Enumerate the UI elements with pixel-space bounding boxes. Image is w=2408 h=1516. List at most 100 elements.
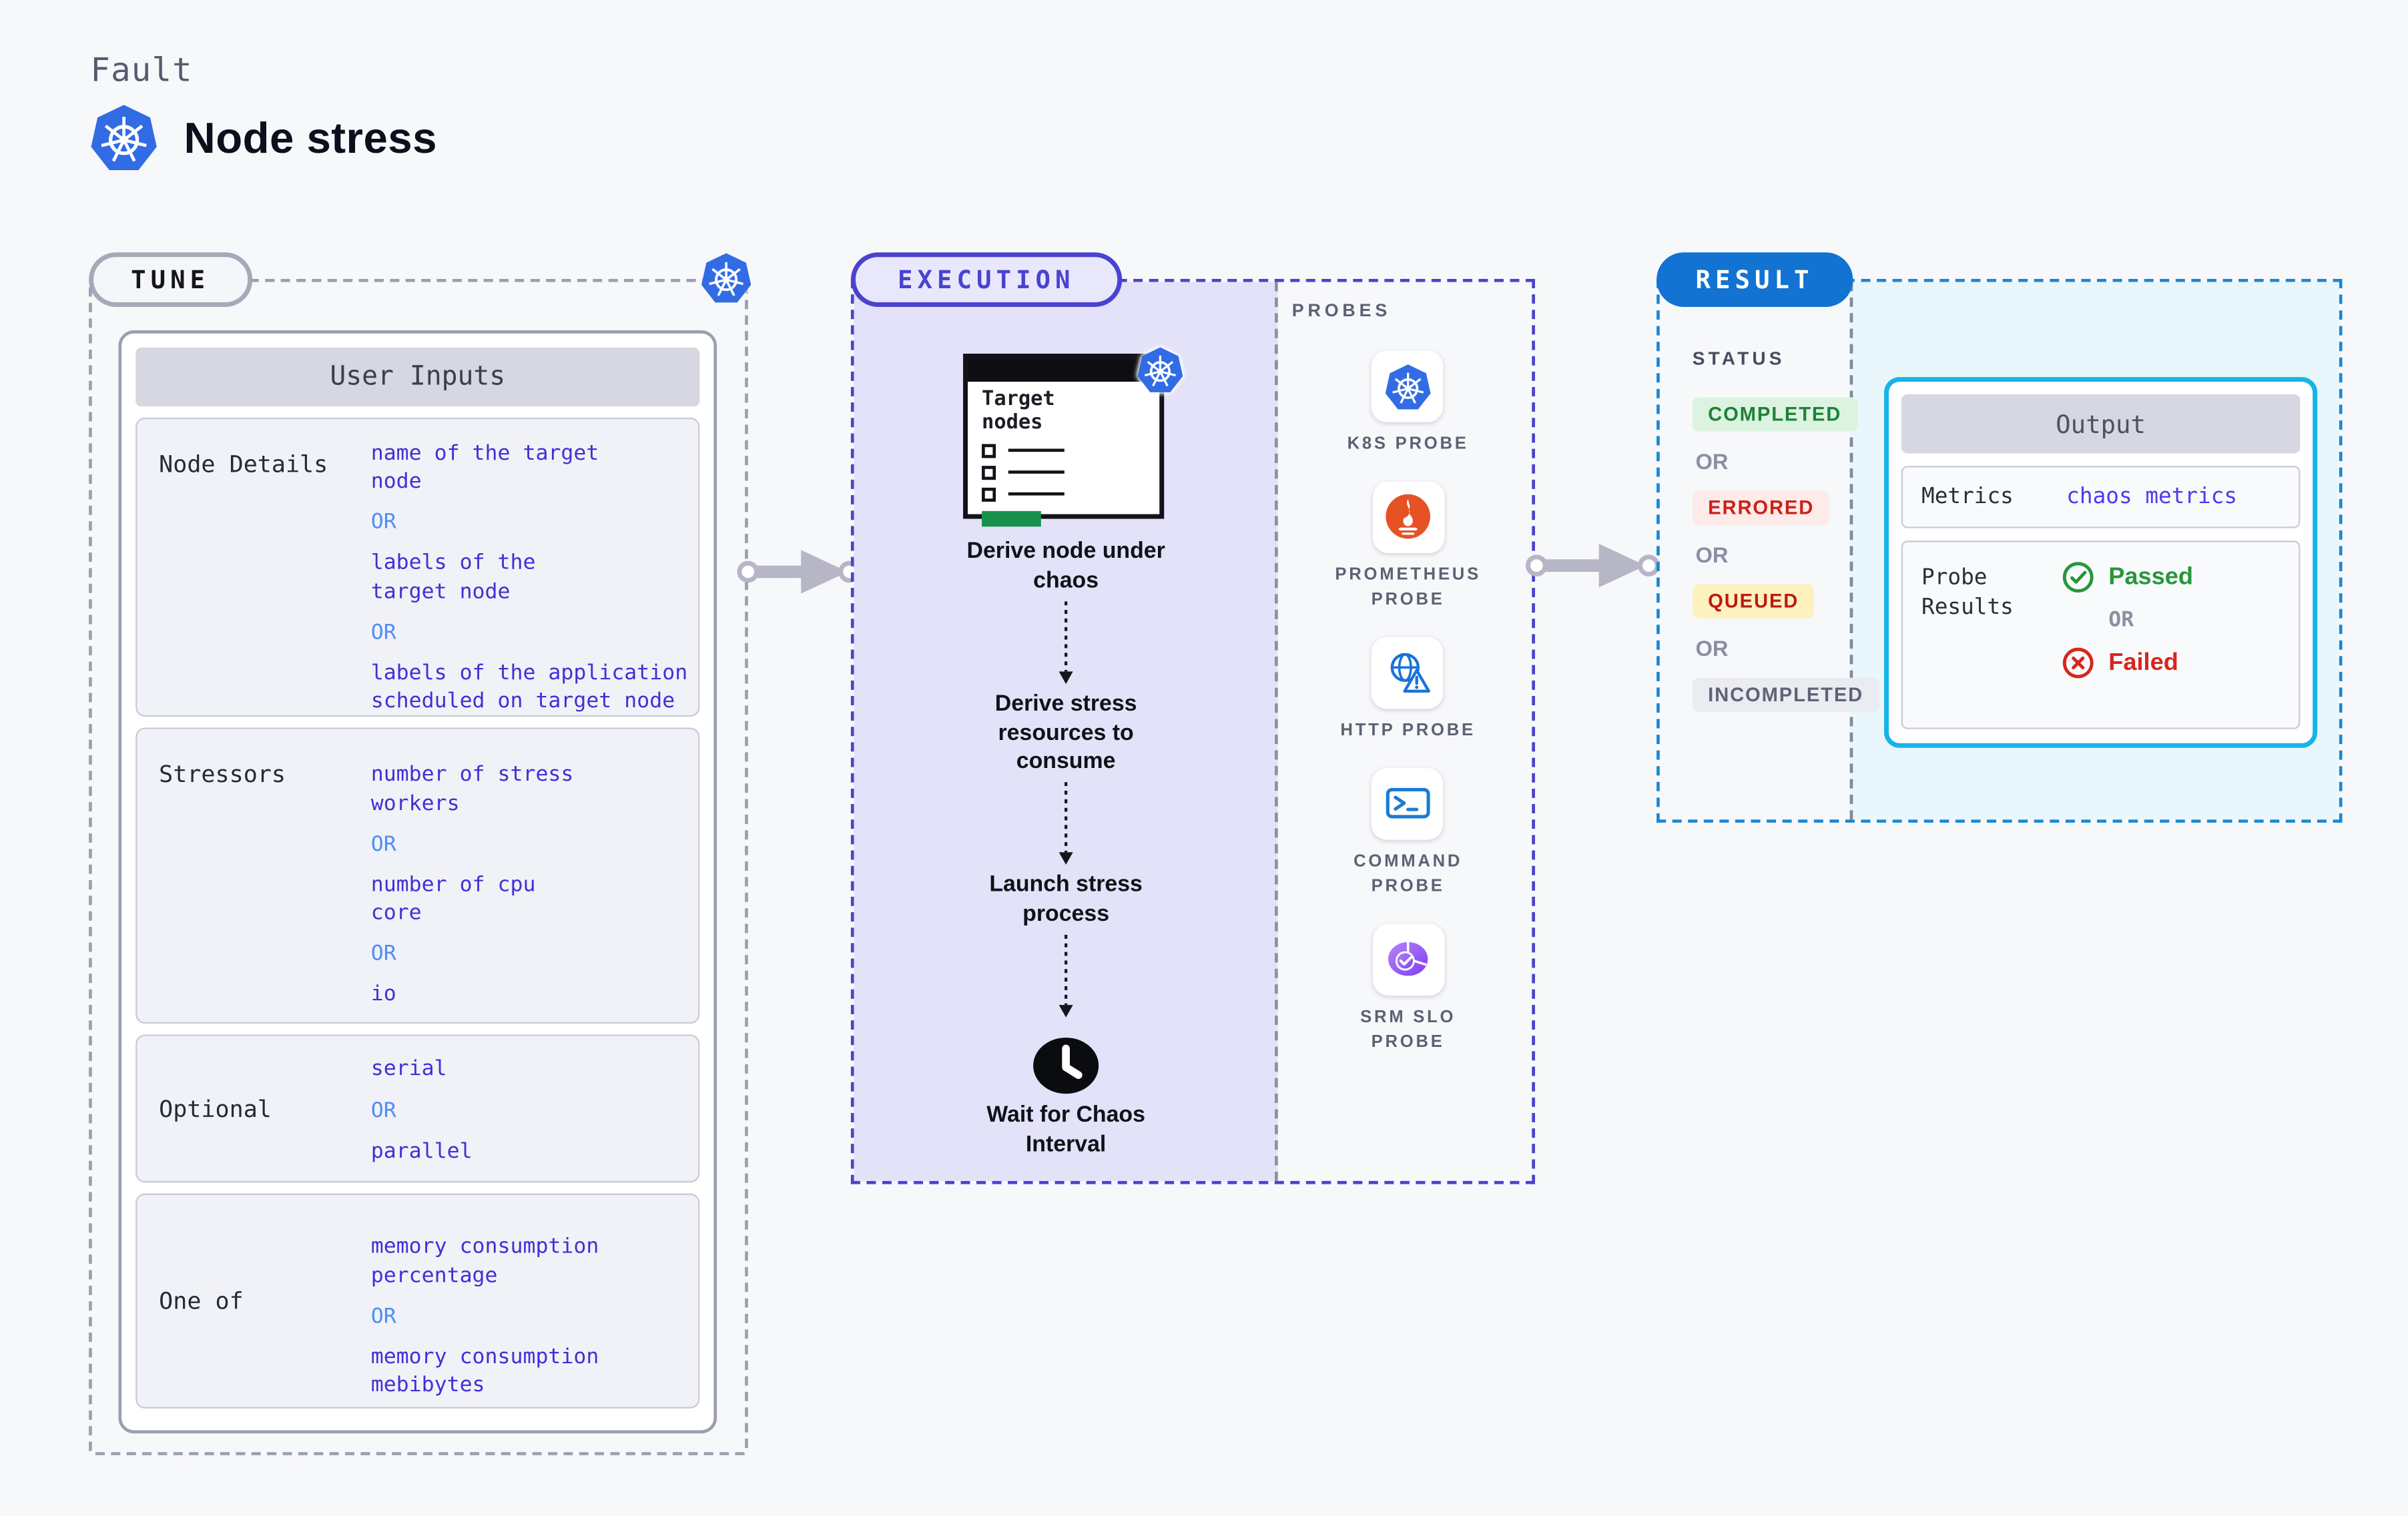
- execution-flow: Derive node under chaos Derive stress re…: [854, 538, 1278, 1160]
- checkbox-icon: [982, 487, 996, 502]
- command-probe-icon: [1384, 779, 1432, 827]
- target-nodes-label: Target nodes: [982, 388, 1055, 435]
- input-option: number of stress workers: [370, 762, 574, 816]
- or-separator: OR: [370, 1098, 396, 1123]
- flow-step: Derive node under chaos: [966, 538, 1165, 594]
- probe-results-values: Passed OR Failed: [2062, 542, 2193, 728]
- or-separator: OR: [1695, 635, 1729, 661]
- x-circle-icon: [2062, 647, 2094, 679]
- result-badge: RESULT: [1657, 252, 1853, 307]
- input-option: name of the target node: [370, 440, 599, 494]
- passed-label: Passed: [2108, 563, 2194, 590]
- probes-title: PROBES: [1291, 302, 1392, 322]
- probes-panel: PROBES K8S PROBE PROMETHEUS PROBE: [1278, 282, 1538, 1181]
- passed-line: Passed: [2062, 561, 2193, 594]
- output-title: Output: [1901, 394, 2301, 454]
- failed-line: Failed: [2062, 647, 2193, 679]
- target-nodes-illustration: Target nodes: [963, 354, 1164, 526]
- input-options: number of stress workers OR number of cp…: [371, 730, 698, 1023]
- input-row-node-details: Node Details name of the target node OR …: [135, 417, 700, 717]
- probe-icon-card: [1372, 923, 1444, 996]
- line-placeholder: [1008, 449, 1065, 453]
- probe-label: K8S PROBE: [1347, 434, 1469, 454]
- arrow-execution-to-result: [1525, 543, 1660, 588]
- input-row-stressors: Stressors number of stress workers OR nu…: [135, 728, 700, 1024]
- status-chip-errored: ERRORED: [1692, 490, 1830, 525]
- probe-item-prometheus: PROMETHEUS PROBE: [1335, 481, 1481, 613]
- tune-badge: TUNE: [89, 252, 252, 307]
- probe-icon-card: [1372, 350, 1444, 422]
- check-circle-icon: [2062, 562, 2094, 593]
- input-row-label: Optional: [159, 1094, 272, 1123]
- chaos-metrics-link[interactable]: chaos metrics: [2066, 484, 2238, 510]
- line-placeholder: [1008, 492, 1065, 496]
- input-option: memory consumption mebibytes: [370, 1344, 599, 1398]
- probe-results-label: Probe Results: [1921, 565, 2014, 621]
- or-separator: OR: [370, 620, 396, 645]
- or-separator: OR: [370, 831, 396, 857]
- or-separator: OR: [1695, 448, 1729, 474]
- input-options: name of the target node OR labels of the…: [371, 419, 698, 715]
- input-option: memory consumption percentage: [370, 1234, 599, 1288]
- status-title: STATUS: [1692, 347, 1785, 370]
- probe-item-http: HTTP PROBE: [1340, 637, 1475, 745]
- probe-icon-card: [1372, 767, 1444, 839]
- probe-label: COMMAND PROBE: [1353, 851, 1463, 895]
- srm-slo-icon: [1384, 935, 1432, 983]
- arrow-tune-to-execution: [737, 550, 860, 594]
- or-separator: OR: [370, 510, 396, 535]
- output-card: Output Metrics chaos metrics Probe Resul…: [1884, 377, 2318, 748]
- kubernetes-icon: [1384, 362, 1432, 410]
- page-header: Node stress: [89, 103, 437, 173]
- execution-badge: EXECUTION: [850, 252, 1122, 307]
- dotted-arrow-down-icon: [1059, 601, 1073, 684]
- kubernetes-icon: [699, 251, 752, 306]
- execution-panel: Target nodes Derive node under chaos Der…: [854, 282, 1278, 1181]
- clock-icon: [1033, 1037, 1099, 1094]
- kubernetes-icon: [1136, 346, 1184, 394]
- user-inputs-card: User Inputs Node Details name of the tar…: [118, 330, 717, 1434]
- checkbox-row: [982, 465, 1145, 480]
- prometheus-icon: [1384, 493, 1432, 541]
- fault-kicker: Fault: [90, 51, 193, 89]
- input-option: labels of the target node: [370, 550, 536, 605]
- or-separator: OR: [370, 1303, 396, 1329]
- status-chip-completed: COMPLETED: [1692, 397, 1857, 432]
- execution-section-box: Target nodes Derive node under chaos Der…: [850, 278, 1538, 1184]
- or-separator: OR: [2108, 607, 2134, 633]
- kubernetes-icon: [89, 103, 159, 173]
- probe-label: HTTP PROBE: [1340, 721, 1476, 740]
- flow-step: Launch stress process: [989, 873, 1143, 927]
- input-option: parallel: [370, 1138, 473, 1164]
- flow-step: Wait for Chaos Interval: [986, 1102, 1145, 1158]
- probe-item-srm-slo: SRM SLO PROBE: [1360, 923, 1456, 1056]
- checkbox-icon: [982, 444, 996, 458]
- checkbox-row: [982, 444, 1145, 458]
- input-row-one-of: One of memory consumption percentage OR …: [135, 1193, 700, 1409]
- input-options: memory consumption percentage OR memory …: [371, 1202, 698, 1399]
- probe-results-row: Probe Results Passed OR: [1901, 540, 2301, 729]
- line-placeholder: [1008, 471, 1065, 474]
- input-row-label: Node Details: [159, 450, 328, 478]
- checkbox-row: [982, 487, 1145, 502]
- or-separator: OR: [370, 941, 396, 967]
- metrics-row: Metrics chaos metrics: [1901, 466, 2301, 528]
- http-probe-icon: [1384, 649, 1432, 697]
- probe-item-command: COMMAND PROBE: [1353, 767, 1463, 900]
- input-row-label: One of: [159, 1286, 244, 1315]
- flow-step: Derive stress resources to consume: [994, 691, 1137, 775]
- or-separator: OR: [1695, 542, 1729, 567]
- probe-label: SRM SLO PROBE: [1360, 1007, 1456, 1052]
- probe-list: K8S PROBE PROMETHEUS PROBE HTTP PROBE: [1278, 350, 1538, 1079]
- probe-label: PROMETHEUS PROBE: [1335, 565, 1481, 609]
- checkbox-icon: [982, 465, 996, 480]
- dotted-arrow-down-icon: [1059, 782, 1073, 865]
- input-option: io: [370, 982, 396, 1007]
- user-inputs-title: User Inputs: [135, 347, 700, 407]
- status-chip-incompleted: INCOMPLETED: [1692, 677, 1879, 713]
- input-option: number of cpu core: [370, 872, 536, 925]
- input-row-label: Stressors: [159, 761, 286, 789]
- status-column: STATUS COMPLETED OR ERRORED OR QUEUED OR…: [1660, 282, 1879, 713]
- result-section-box: STATUS COMPLETED OR ERRORED OR QUEUED OR…: [1657, 278, 2343, 823]
- probe-item-k8s: K8S PROBE: [1347, 350, 1469, 458]
